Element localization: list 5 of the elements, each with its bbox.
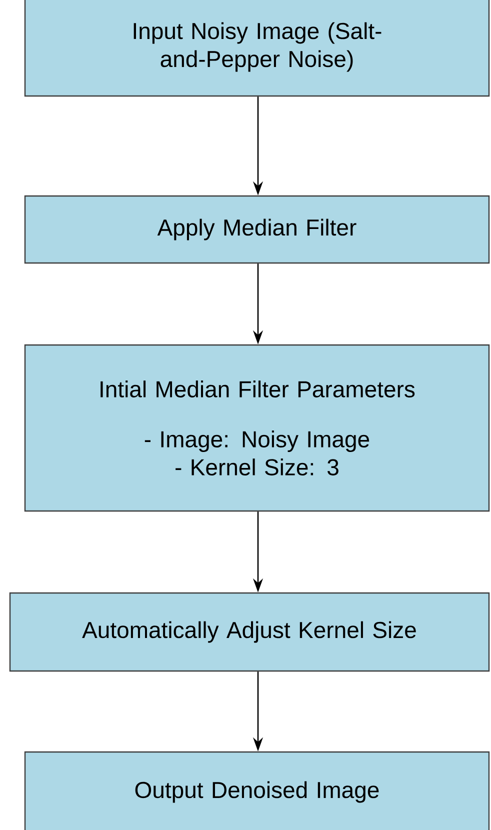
process-box: Intial Median Filter Parameters - Image: Noisy Image - Kernel Size: 3 — [24, 344, 490, 512]
process-box: Input Noisy Image (Salt-and-Pepper Noise) — [24, 0, 490, 97]
process-box: Apply Median Filter — [24, 195, 490, 264]
process-box: Automatically Adjust Kernel Size — [9, 592, 490, 672]
process-box: Output Denoised Image — [24, 751, 490, 830]
